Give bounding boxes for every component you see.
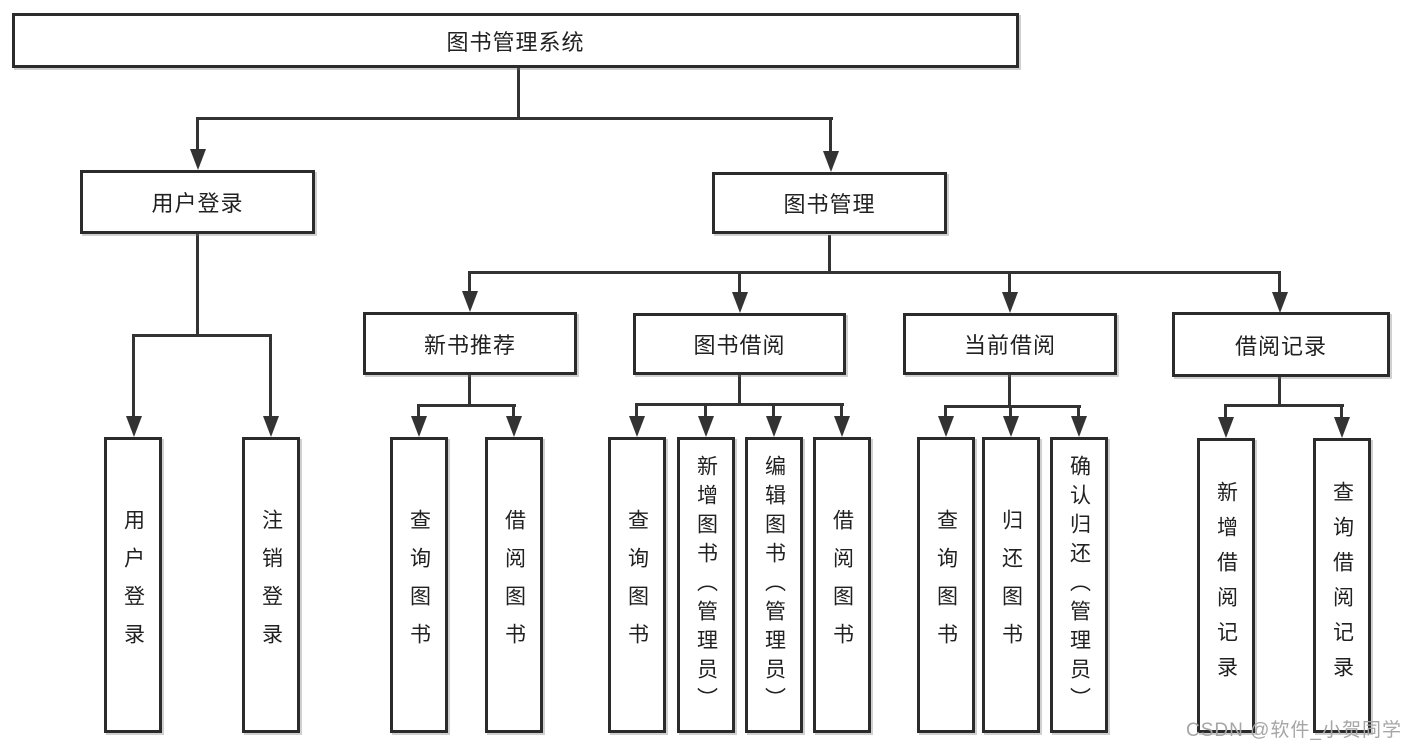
node-book-borrow: 图书借阅 [633,313,846,375]
edge-to-leaf-logout [269,334,272,418]
edge-to-cb-query [944,405,947,418]
edge-cb-bus [944,405,1081,408]
edge-to-bb-query [635,403,638,418]
leaf-rec-query-books: 查询图书 [390,437,448,733]
edge-rec-bus [417,404,516,407]
edge-to-cb-confirm [1077,405,1080,418]
leaf-br-query-record: 查询借阅记录 [1313,438,1371,733]
arrowhead-rec-query [411,416,427,437]
arrowhead-rec-borrow [506,416,522,437]
edge-root-drop [517,66,520,118]
arrowhead-leaf-logout [263,416,279,437]
arrowhead-bb-add [698,416,714,437]
edge-br-bus [1224,404,1344,407]
leaf-rec-borrow-books: 借阅图书 [485,437,543,733]
leaf-cb-query-books: 查询图书 [917,437,975,733]
arrowhead-cb-query [938,416,954,437]
edge-level3-bus [468,271,1281,274]
arrowhead-br-query [1334,417,1350,438]
leaf-bb-borrow-books: 借阅图书 [813,437,871,733]
leaf-bb-query-books: 查询图书 [608,437,666,733]
arrowhead-bb-query [629,416,645,437]
arrowhead-book-mgmt [823,151,839,172]
edge-rec-drop [468,375,471,407]
node-borrow-records: 借阅记录 [1172,312,1390,377]
edge-to-br-query [1340,404,1343,419]
edge-to-bb-borrow [840,403,843,418]
arrowhead-borrow-records [1272,292,1288,313]
leaf-cb-confirm-return-admin: 确认归还（管理员） [1050,437,1108,733]
edge-to-rec-query [417,404,420,418]
edge-to-book-borrow [738,271,741,294]
leaf-cb-return-books: 归还图书 [982,437,1040,733]
edge-to-br-add [1224,404,1227,419]
leaf-br-add-record: 新增借阅记录 [1197,438,1255,733]
edge-cb-drop [1008,375,1011,408]
edge-to-bb-edit [772,403,775,418]
node-current-borrow: 当前借阅 [903,313,1117,375]
arrowhead-cb-confirm [1071,416,1087,437]
node-book-mgmt: 图书管理 [712,172,947,234]
arrowhead-cb-return [1003,416,1019,437]
edge-mgmt-drop [828,235,831,274]
edge-bb-bus [635,403,844,406]
edge-level2-bus [196,117,833,120]
edge-to-borrow-records [1278,271,1281,294]
edge-to-bb-add [704,403,707,418]
arrowhead-leaf-login [126,416,142,437]
arrowhead-bb-borrow [834,416,850,437]
node-new-book-rec: 新书推荐 [363,312,577,375]
edge-login-bus [132,334,272,337]
edge-to-new-book-rec [468,271,471,293]
edge-bb-drop [738,375,741,405]
edge-login-drop [196,234,199,337]
leaf-user-login: 用户登录 [104,437,162,733]
watermark-text: CSDN @软件_小贺同学 [1186,720,1402,741]
arrowhead-br-add [1218,417,1234,438]
node-root: 图书管理系统 [12,13,1019,68]
leaf-bb-edit-books-admin: 编辑图书（管理员） [745,437,803,733]
edge-to-cb-return [1009,405,1012,418]
edge-to-book-mgmt [829,117,832,155]
arrowhead-bb-edit [766,416,782,437]
leaf-bb-add-books-admin: 新增图书（管理员） [677,437,735,733]
leaf-logout: 注销登录 [242,437,300,733]
node-user-login: 用户登录 [80,170,315,234]
arrowhead-user-login [190,149,206,170]
edge-to-current-borrow [1008,271,1011,294]
arrowhead-book-borrow [732,292,748,313]
arrowhead-new-book-rec [462,291,478,312]
edge-br-drop [1278,377,1281,407]
edge-to-rec-borrow [512,404,515,418]
edge-to-leaf-login [132,334,135,418]
arrowhead-current-borrow [1002,292,1018,313]
edge-to-user-login [196,117,199,153]
